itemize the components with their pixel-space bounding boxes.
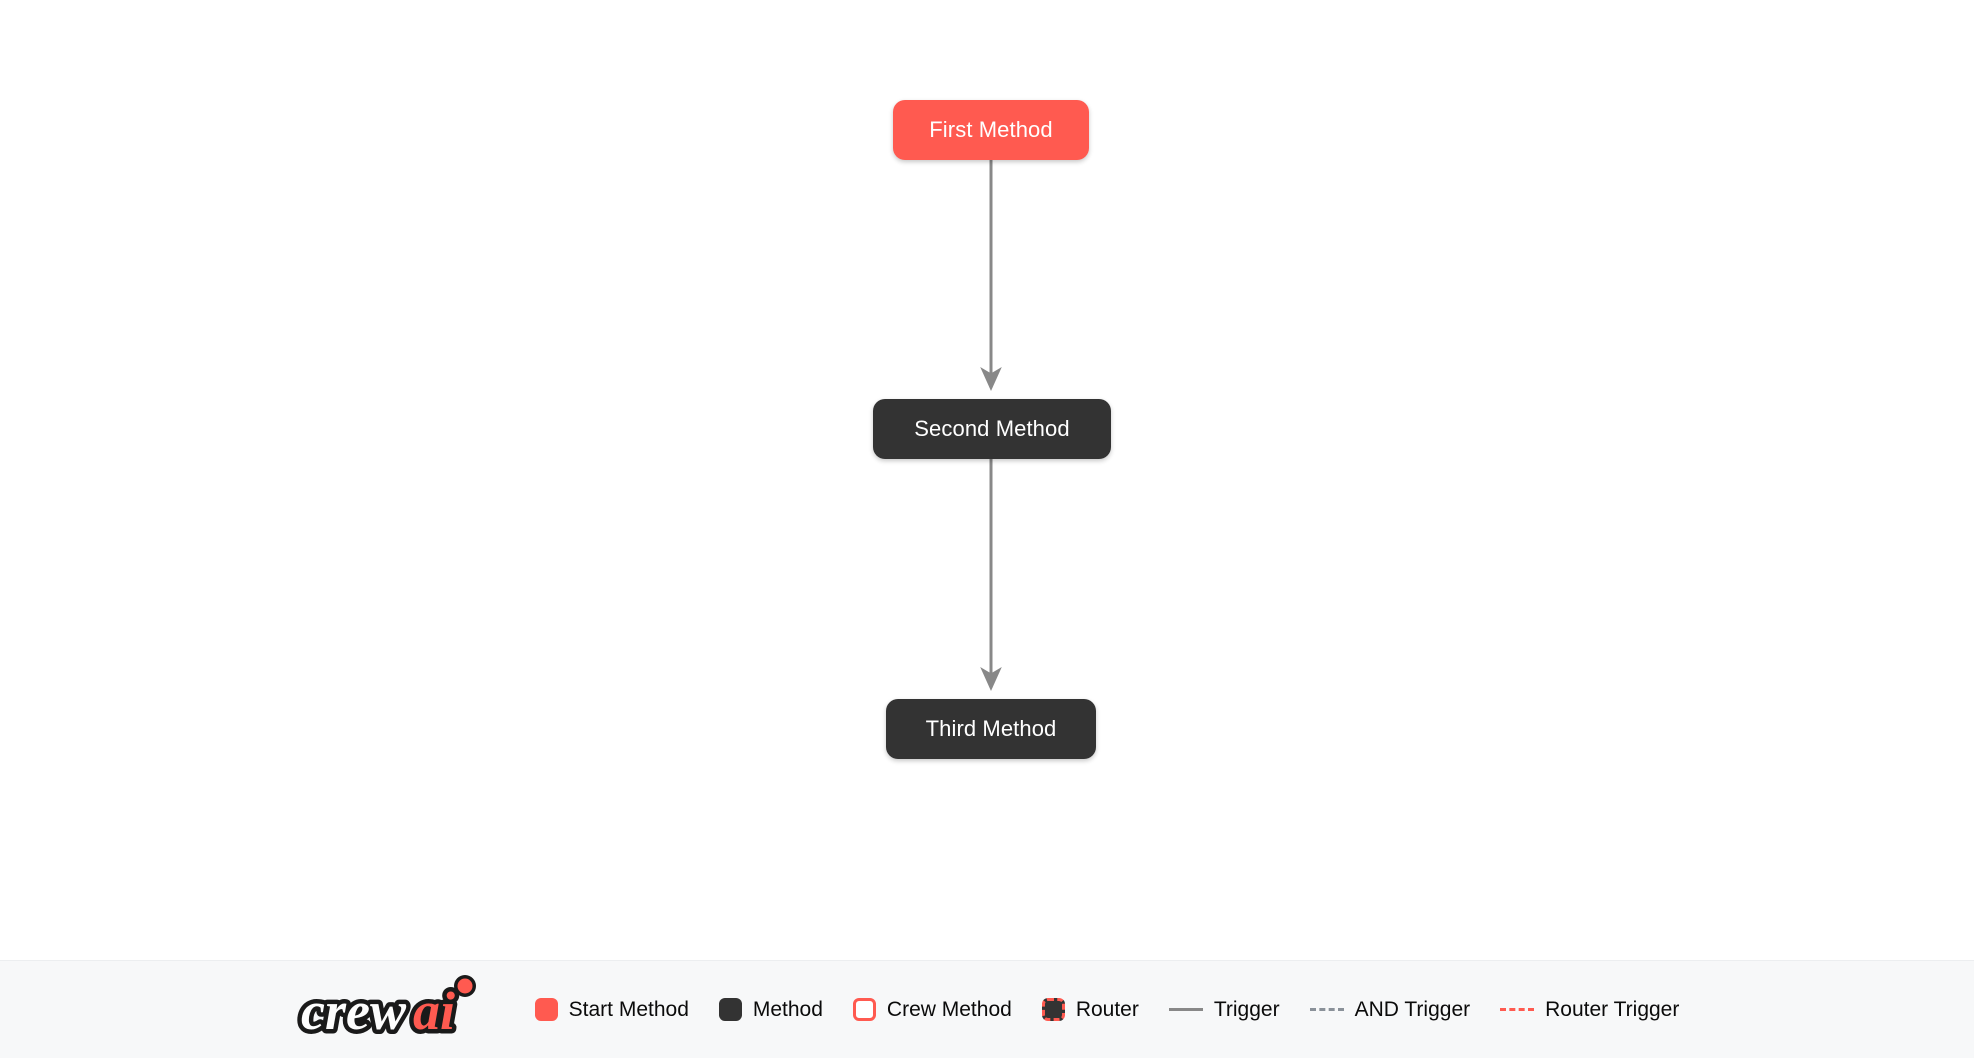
svg-text:crew: crew: [301, 981, 407, 1041]
svg-text:crew: crew: [301, 981, 407, 1041]
legend-label: Start Method: [568, 998, 689, 1021]
legend-bar: crew crew ai ai Start Method Method Crew…: [0, 960, 1974, 1058]
router-trigger-line-icon: [1500, 1008, 1535, 1011]
flow-node-label: First Method: [929, 117, 1053, 142]
method-swatch-icon: [718, 998, 742, 1021]
legend-item-router: Router: [1041, 998, 1139, 1021]
legend-label: Router: [1075, 998, 1139, 1021]
legend-item-and-trigger: AND Trigger: [1309, 998, 1471, 1021]
crew-method-swatch-icon: [852, 998, 876, 1021]
svg-text:ai: ai: [413, 981, 455, 1041]
legend-label: Crew Method: [886, 998, 1012, 1021]
router-swatch-icon: [1041, 998, 1065, 1021]
flow-node-first-method[interactable]: First Method: [893, 100, 1089, 160]
legend-item-start-method: Start Method: [534, 998, 689, 1021]
flow-node-label: Third Method: [925, 716, 1057, 741]
flow-node-label: Second Method: [914, 416, 1070, 441]
flow-canvas[interactable]: First Method Second Method Third Method: [0, 0, 1974, 960]
legend-item-crew-method: Crew Method: [852, 998, 1012, 1021]
start-method-swatch-icon: [534, 998, 558, 1021]
crewai-logo: crew crew ai ai: [296, 974, 476, 1045]
legend-label: Trigger: [1213, 998, 1280, 1021]
legend-label: Router Trigger: [1545, 998, 1680, 1021]
and-trigger-line-icon: [1309, 1008, 1344, 1011]
legend-label: AND Trigger: [1354, 998, 1471, 1021]
flow-node-second-method[interactable]: Second Method: [873, 399, 1111, 459]
legend-item-trigger: Trigger: [1168, 998, 1280, 1021]
svg-text:ai: ai: [413, 981, 455, 1041]
legend-label: Method: [752, 998, 823, 1021]
legend-item-router-trigger: Router Trigger: [1500, 999, 1679, 1020]
legend-item-method: Method: [718, 998, 823, 1021]
trigger-line-icon: [1168, 1008, 1203, 1011]
flow-node-third-method[interactable]: Third Method: [886, 699, 1096, 759]
